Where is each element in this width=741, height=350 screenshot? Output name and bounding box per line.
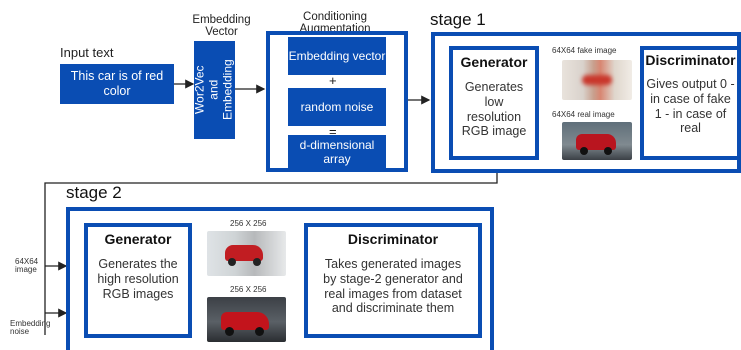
stage1-generator-head: Generator (460, 54, 528, 70)
real-image-thumbnail (562, 122, 632, 160)
conditioning-frame: Embedding vector + random noise = d-dime… (266, 31, 408, 172)
stage2-discriminator-body: Takes generated images by stage-2 genera… (323, 257, 463, 316)
stage2-noise-label: Embedding noise (10, 319, 51, 337)
embedding-vector-box: Embedding vector (288, 37, 386, 75)
plus-sign: + (329, 73, 337, 88)
stage1-fake-label: 64X64 fake image (552, 46, 617, 55)
input-text-box: This car is of red color (60, 64, 174, 104)
stage2-generator-body: Generates the high resolution RGB images (97, 257, 179, 301)
stage1-real-label: 64X64 real image (552, 110, 615, 119)
stage1-discriminator-box: Discriminator Gives output 0 - in case o… (640, 46, 741, 160)
stage2-generated-image-thumbnail (207, 231, 286, 276)
stage2-img2-label: 256 X 256 (230, 285, 267, 294)
stage2-title: stage 2 (66, 183, 122, 202)
stage2-discriminator-box: Discriminator Takes generated images by … (304, 223, 482, 338)
stage1-discriminator-body: Gives output 0 - in case of fake 1 - in … (646, 77, 735, 136)
stage1-generator-body: Generates low resolution RGB image (461, 80, 527, 139)
stage1-frame: Generator Generates low resolution RGB i… (431, 32, 741, 173)
random-noise-box: random noise (288, 88, 386, 126)
stage2-generator-head: Generator (104, 231, 172, 247)
stage1-discriminator-head: Discriminator (645, 52, 736, 68)
fake-image-thumbnail (562, 60, 632, 100)
stage1-generator-box: Generator Generates low resolution RGB i… (449, 46, 539, 160)
input-label: Input text (60, 45, 114, 60)
stage1-title: stage 1 (430, 10, 486, 29)
embedding-box-text: Wor2Vec and Embedding (192, 59, 235, 121)
stage2-real-image-thumbnail (207, 297, 286, 342)
stage2-discriminator-head: Discriminator (347, 231, 439, 247)
conditioning-title: Conditioning Augmentation (299, 11, 371, 35)
stage2-img1-label: 256 X 256 (230, 219, 267, 228)
embedding-box: Wor2Vec and Embedding (192, 41, 235, 139)
equals-sign: = (329, 124, 337, 139)
stage2-input-image-label: 64X64 image (15, 257, 39, 275)
embedding-title: Embedding Vector (192, 14, 251, 39)
stage2-generator-box: Generator Generates the high resolution … (84, 223, 192, 338)
stage2-frame: Generator Generates the high resolution … (66, 207, 494, 350)
d-dimensional-array-box: d-dimensional array (288, 135, 386, 169)
